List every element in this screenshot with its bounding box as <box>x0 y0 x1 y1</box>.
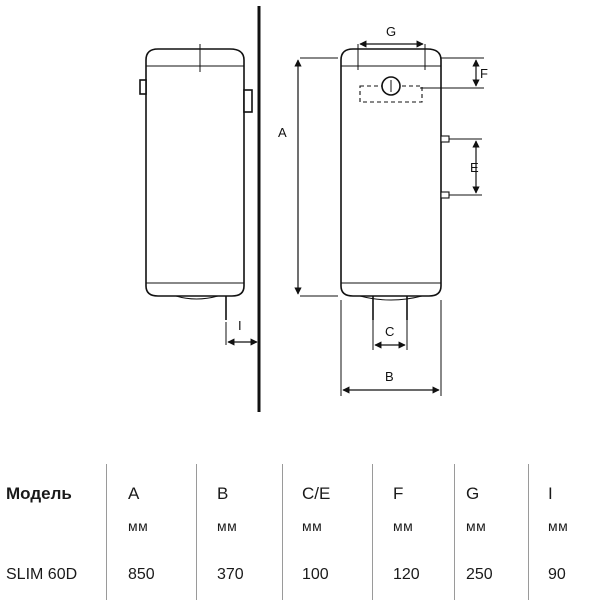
column-unit: мм <box>128 518 149 534</box>
column-value: 370 <box>217 566 244 583</box>
column-value: 250 <box>466 566 493 583</box>
model-value: SLIM 60D <box>6 566 78 583</box>
dimension-g: G <box>359 24 424 48</box>
dim-label-f: F <box>480 66 488 81</box>
dimension-b: B <box>340 300 442 396</box>
dim-label-b: B <box>385 369 394 384</box>
dimension-c: C <box>372 320 408 350</box>
dim-label-c: C <box>385 324 394 339</box>
column-value: 100 <box>302 566 329 583</box>
dimension-a: A <box>278 57 338 297</box>
column-divider <box>372 464 373 600</box>
side-view-tank <box>139 44 253 320</box>
spec-table: Модель SLIM 60D A мм 850 B мм 370 C/E мм… <box>0 462 600 600</box>
dimension-i: I <box>225 318 258 346</box>
column-header: G <box>466 484 480 503</box>
column-value: 90 <box>548 566 566 583</box>
column-unit: мм <box>466 518 487 534</box>
column-divider <box>196 464 197 600</box>
model-header: Модель <box>6 484 72 503</box>
dim-label-a: A <box>278 125 287 140</box>
column-divider <box>454 464 455 600</box>
column-header: A <box>128 484 140 503</box>
column-divider <box>282 464 283 600</box>
dim-label-g: G <box>386 24 396 39</box>
column-header: I <box>548 484 553 503</box>
column-header: F <box>393 484 404 503</box>
column-divider <box>106 464 107 600</box>
column-unit: мм <box>548 518 569 534</box>
column-header: C/E <box>302 484 331 503</box>
column-unit: мм <box>302 518 323 534</box>
front-view-tank <box>340 44 450 320</box>
water-heater-dimension-drawing: I A G F E <box>139 6 488 412</box>
dim-label-e: E <box>470 160 479 175</box>
dimension-e: E <box>449 138 482 196</box>
column-value: 850 <box>128 566 155 583</box>
column-divider <box>528 464 529 600</box>
column-header: B <box>217 484 229 503</box>
column-unit: мм <box>217 518 238 534</box>
column-value: 120 <box>393 566 420 583</box>
column-unit: мм <box>393 518 414 534</box>
dimension-f: F <box>420 57 488 89</box>
dim-label-i: I <box>238 318 242 333</box>
